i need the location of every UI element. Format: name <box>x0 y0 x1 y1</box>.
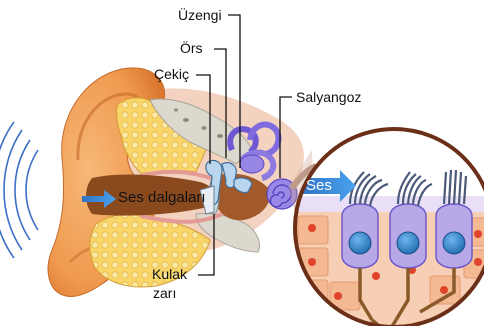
label-cekic: Çekiç <box>154 66 189 82</box>
label-uzengi: Üzengi <box>178 7 222 23</box>
label-salyangoz: Salyangoz <box>296 89 361 105</box>
magnified-cochlea-view <box>290 126 484 326</box>
label-ses-dalgalari: Ses dalgaları <box>118 190 206 206</box>
sound-waves <box>0 122 38 258</box>
label-ors: Örs <box>180 40 203 56</box>
label-kulak: Kulak <box>152 266 187 282</box>
label-kulak-zari: zarı <box>153 285 176 301</box>
label-ses: Ses <box>306 178 332 194</box>
